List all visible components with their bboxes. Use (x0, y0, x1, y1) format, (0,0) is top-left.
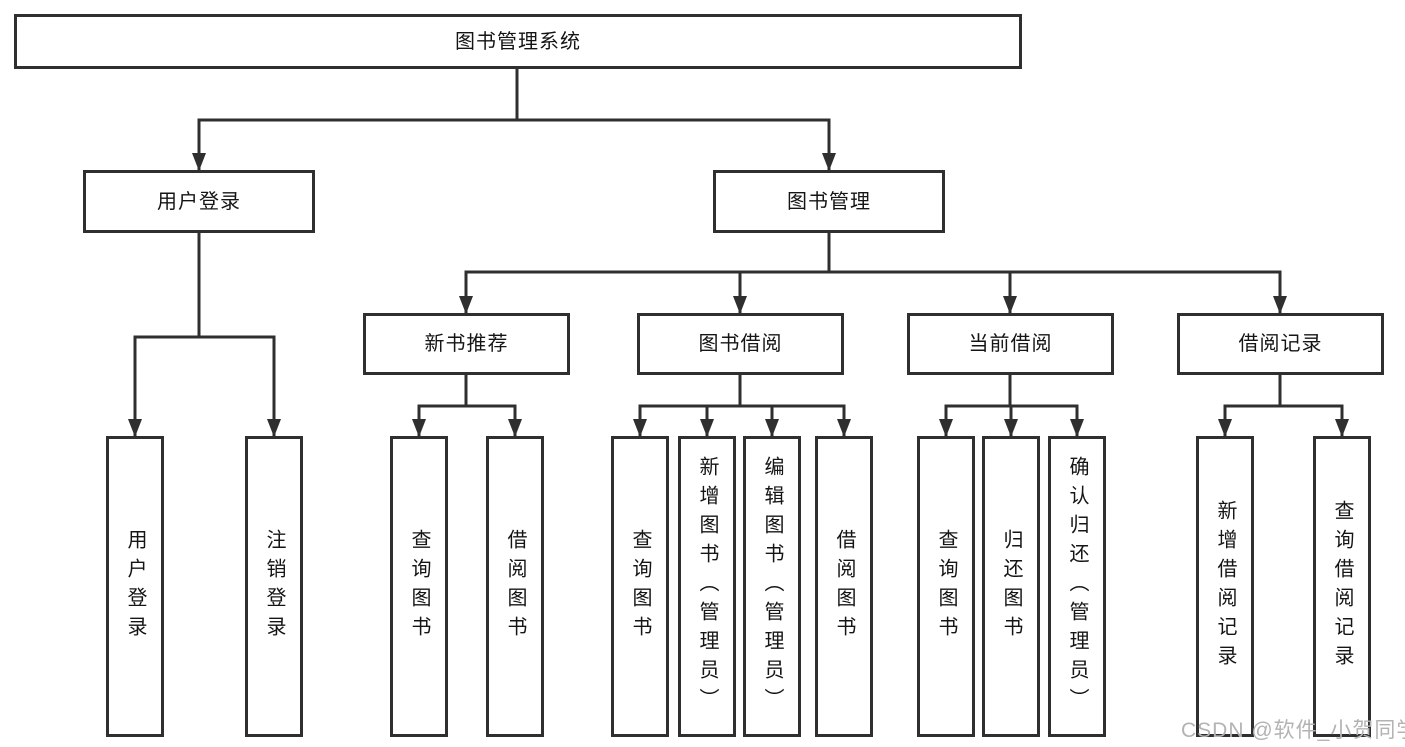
node-label: 当前借阅 (968, 333, 1053, 355)
leaf-query-books: 查询图书 (917, 436, 975, 737)
leaf-label: 新增借阅记录 (1214, 499, 1236, 674)
node-user-login: 用户登录 (83, 170, 315, 233)
node-label: 借阅记录 (1238, 333, 1323, 355)
leaf-label: 注销登录 (263, 528, 285, 645)
node-borrowing-records: 借阅记录 (1177, 313, 1384, 375)
node-current-borrowing: 当前借阅 (907, 313, 1114, 375)
leaf-label: 查询图书 (935, 528, 957, 645)
leaf-label: 确认归还（管理员） (1066, 456, 1088, 717)
leaf-label: 借阅图书 (833, 528, 855, 645)
node-new-book-recommendation: 新书推荐 (363, 313, 570, 375)
leaf-confirm-return-admin: 确认归还（管理员） (1048, 436, 1106, 737)
leaf-borrow-books: 借阅图书 (815, 436, 873, 737)
node-book-borrowing: 图书借阅 (637, 313, 844, 375)
node-label: 图书借阅 (698, 333, 783, 355)
leaf-return-book: 归还图书 (982, 436, 1040, 737)
leaf-label: 用户登录 (124, 528, 146, 645)
node-label: 图书管理系统 (455, 30, 581, 53)
leaf-label: 新增图书（管理员） (696, 456, 718, 717)
node-book-management-system: 图书管理系统 (14, 14, 1022, 69)
node-label: 新书推荐 (424, 333, 509, 355)
leaf-label: 归还图书 (1000, 528, 1022, 645)
leaf-logout: 注销登录 (245, 436, 303, 737)
node-book-management: 图书管理 (713, 170, 945, 233)
node-label: 用户登录 (157, 190, 241, 213)
leaf-borrow-books: 借阅图书 (486, 436, 544, 737)
leaf-add-book-admin: 新增图书（管理员） (678, 436, 736, 737)
leaf-edit-book-admin: 编辑图书（管理员） (743, 436, 801, 737)
leaf-query-books: 查询图书 (390, 436, 448, 737)
leaf-user-login: 用户登录 (106, 436, 164, 737)
leaf-label: 编辑图书（管理员） (761, 456, 783, 717)
leaf-label: 查询图书 (629, 528, 651, 645)
leaf-add-borrow-record: 新增借阅记录 (1196, 436, 1254, 737)
leaf-label: 查询借阅记录 (1331, 499, 1353, 674)
leaf-label: 查询图书 (408, 528, 430, 645)
leaf-query-books: 查询图书 (611, 436, 669, 737)
node-label: 图书管理 (787, 190, 871, 213)
leaf-label: 借阅图书 (504, 528, 526, 645)
leaf-query-borrow-record: 查询借阅记录 (1313, 436, 1371, 737)
csdn-watermark: CSDN @软件_小贺同学 (1181, 719, 1405, 742)
